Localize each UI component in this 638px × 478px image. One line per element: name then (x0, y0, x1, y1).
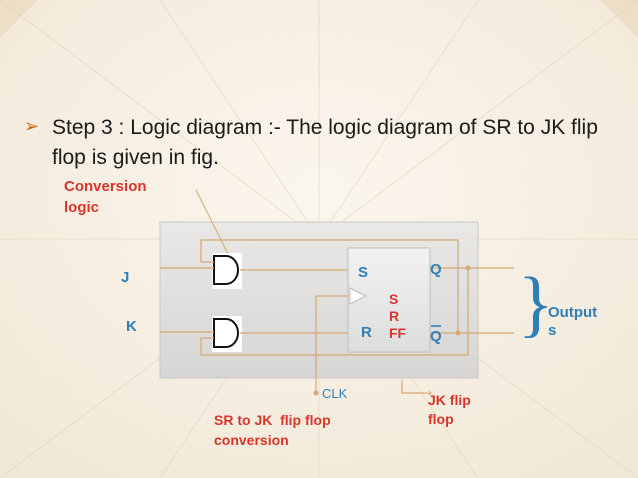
conversion-logic-label: Conversion logic (64, 178, 147, 216)
junction-dot (465, 265, 471, 271)
clock-triangle-icon (349, 287, 368, 305)
ff-r-label: R (361, 324, 372, 341)
ff-name-label: S R FF (389, 291, 407, 341)
jk-flip-flop-label: JK flip flop (428, 392, 471, 427)
arrow-bullet-icon: ➢ (24, 116, 40, 136)
sr-flip-flop-box (347, 247, 431, 353)
callout-line (195, 189, 229, 255)
input-k-label: K (126, 318, 137, 335)
jk-arrow-icon: → (422, 386, 432, 400)
junction-dot (455, 330, 461, 336)
bullet-text: Step 3 : Logic diagram :- The logic diag… (52, 116, 598, 169)
ff-qbar-label: Q (430, 328, 442, 345)
ff-q-label: Q (430, 261, 442, 278)
clk-label: CLK (322, 386, 348, 401)
corner-accent (0, 0, 638, 38)
clk-dot (313, 390, 319, 396)
and-gate-bottom (212, 316, 242, 352)
output-brace-icon: } (518, 263, 554, 345)
ff-s-label: S (358, 264, 369, 281)
outputs-label: Output s (548, 304, 598, 339)
input-j-label: J (121, 269, 130, 286)
and-gate-top (212, 253, 242, 289)
wires (160, 239, 514, 394)
caption: SR to JK flip flop conversion (214, 412, 331, 448)
